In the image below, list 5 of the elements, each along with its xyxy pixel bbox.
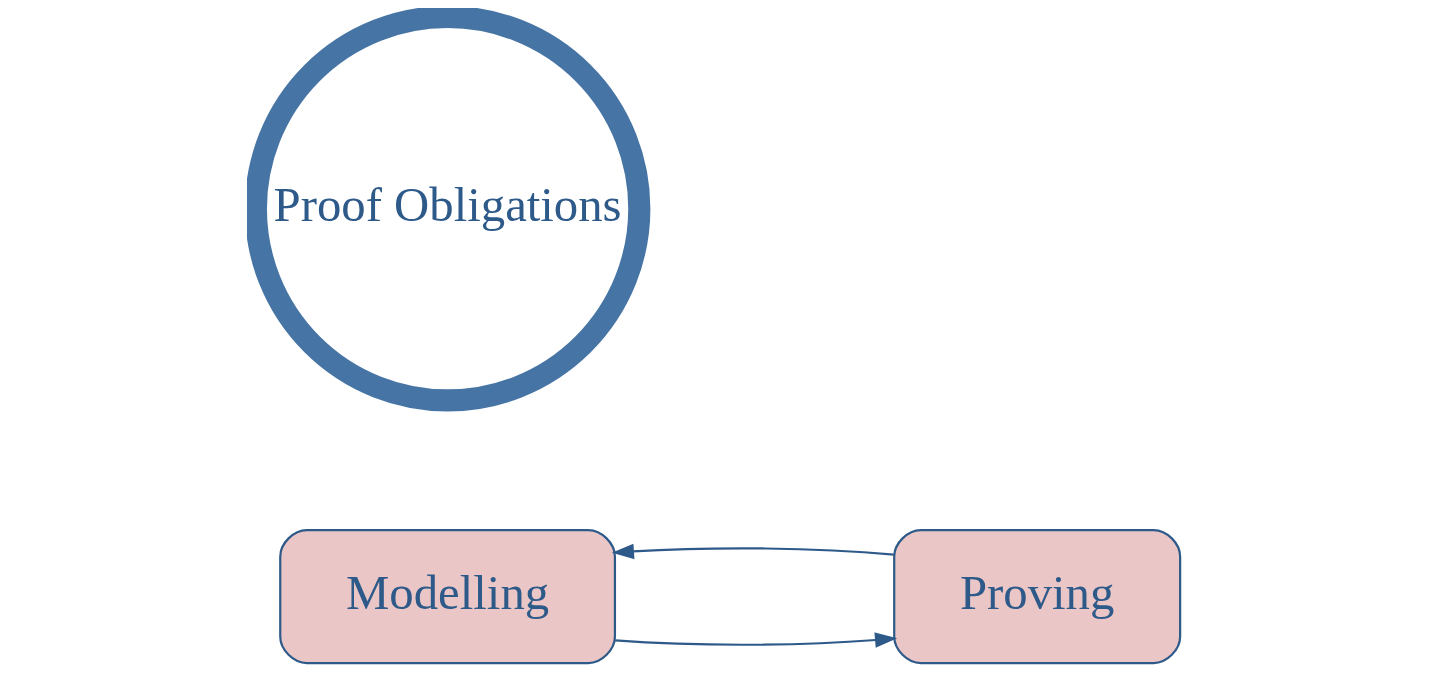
node-circle: Proof Obligations — [246, 8, 650, 412]
node-box: Modelling — [278, 528, 616, 665]
arrow — [614, 632, 897, 648]
arrow — [611, 543, 894, 560]
node-box: Proving — [892, 528, 1181, 665]
